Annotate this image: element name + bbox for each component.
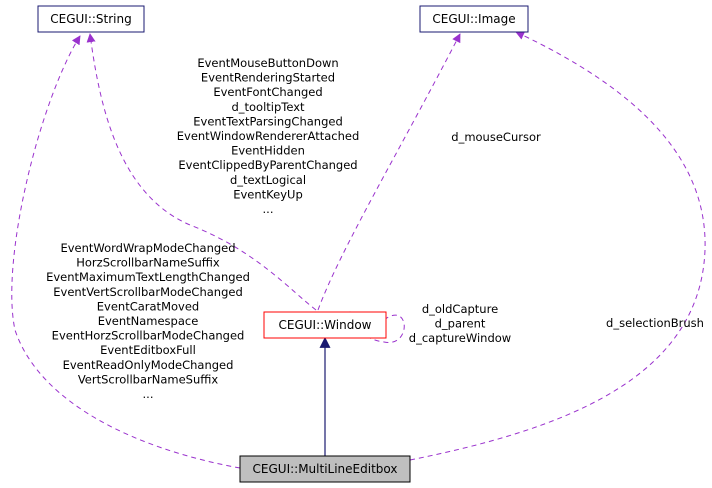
edge-editbox-string	[11, 35, 241, 469]
node-window-label: CEGUI::Window	[279, 318, 372, 332]
edge-label-line: EventMouseButtonDown	[197, 56, 338, 70]
node-string-label: CEGUI::String	[50, 12, 131, 26]
node-string[interactable]: CEGUI::String	[37, 5, 145, 33]
node-image-label: CEGUI::Image	[432, 12, 515, 26]
edge-label-line: d_mouseCursor	[451, 130, 541, 144]
labels-window-to-image: d_mouseCursor	[451, 130, 541, 144]
edge-label-line: EventWordWrapModeChanged	[60, 241, 235, 255]
edge-label-line: d_captureWindow	[409, 331, 511, 345]
edge-label-line: EventWindowRendererAttached	[177, 129, 360, 143]
edge-label-line: d_parent	[435, 317, 486, 331]
edge-label-line: EventClippedByParentChanged	[178, 158, 357, 172]
edge-label-line: ...	[263, 202, 274, 216]
edge-label-line: d_textLogical	[230, 173, 306, 187]
edge-label-line: EventTextParsingChanged	[193, 114, 343, 128]
labels-editbox-to-image: d_selectionBrush	[606, 316, 704, 330]
edge-label-line: ...	[143, 387, 154, 401]
node-window[interactable]: CEGUI::Window	[263, 311, 387, 339]
edge-label-line: d_selectionBrush	[606, 316, 704, 330]
edge-label-line: EventNamespace	[98, 314, 199, 328]
edge-label-line: EventFontChanged	[213, 85, 322, 99]
edge-label-line: d_oldCapture	[422, 302, 498, 316]
edge-label-line: HorzScrollbarNameSuffix	[76, 256, 220, 270]
edge-label-line: EventVertScrollbarModeChanged	[53, 285, 243, 299]
edge-label-line: EventReadOnlyModeChanged	[63, 358, 234, 372]
edge-editbox-image	[409, 31, 706, 461]
edge-label-line: VertScrollbarNameSuffix	[78, 372, 219, 386]
edge-label-line: d_tooltipText	[231, 100, 305, 114]
node-image[interactable]: CEGUI::Image	[419, 5, 529, 33]
edge-label-line: EventHidden	[231, 144, 305, 158]
node-multilineeditbox-label: CEGUI::MultiLineEditbox	[253, 462, 398, 476]
edge-label-line: EventEditboxFull	[100, 343, 196, 357]
edge-window-image	[317, 33, 461, 311]
node-multilineeditbox[interactable]: CEGUI::MultiLineEditbox	[239, 455, 411, 483]
edge-label-line: EventMaximumTextLengthChanged	[46, 270, 250, 284]
edge-label-line: EventCaratMoved	[97, 299, 199, 313]
edge-label-line: EventRenderingStarted	[201, 71, 335, 85]
edge-label-line: EventKeyUp	[233, 187, 303, 201]
edge-label-line: EventHorzScrollbarModeChanged	[52, 329, 245, 343]
